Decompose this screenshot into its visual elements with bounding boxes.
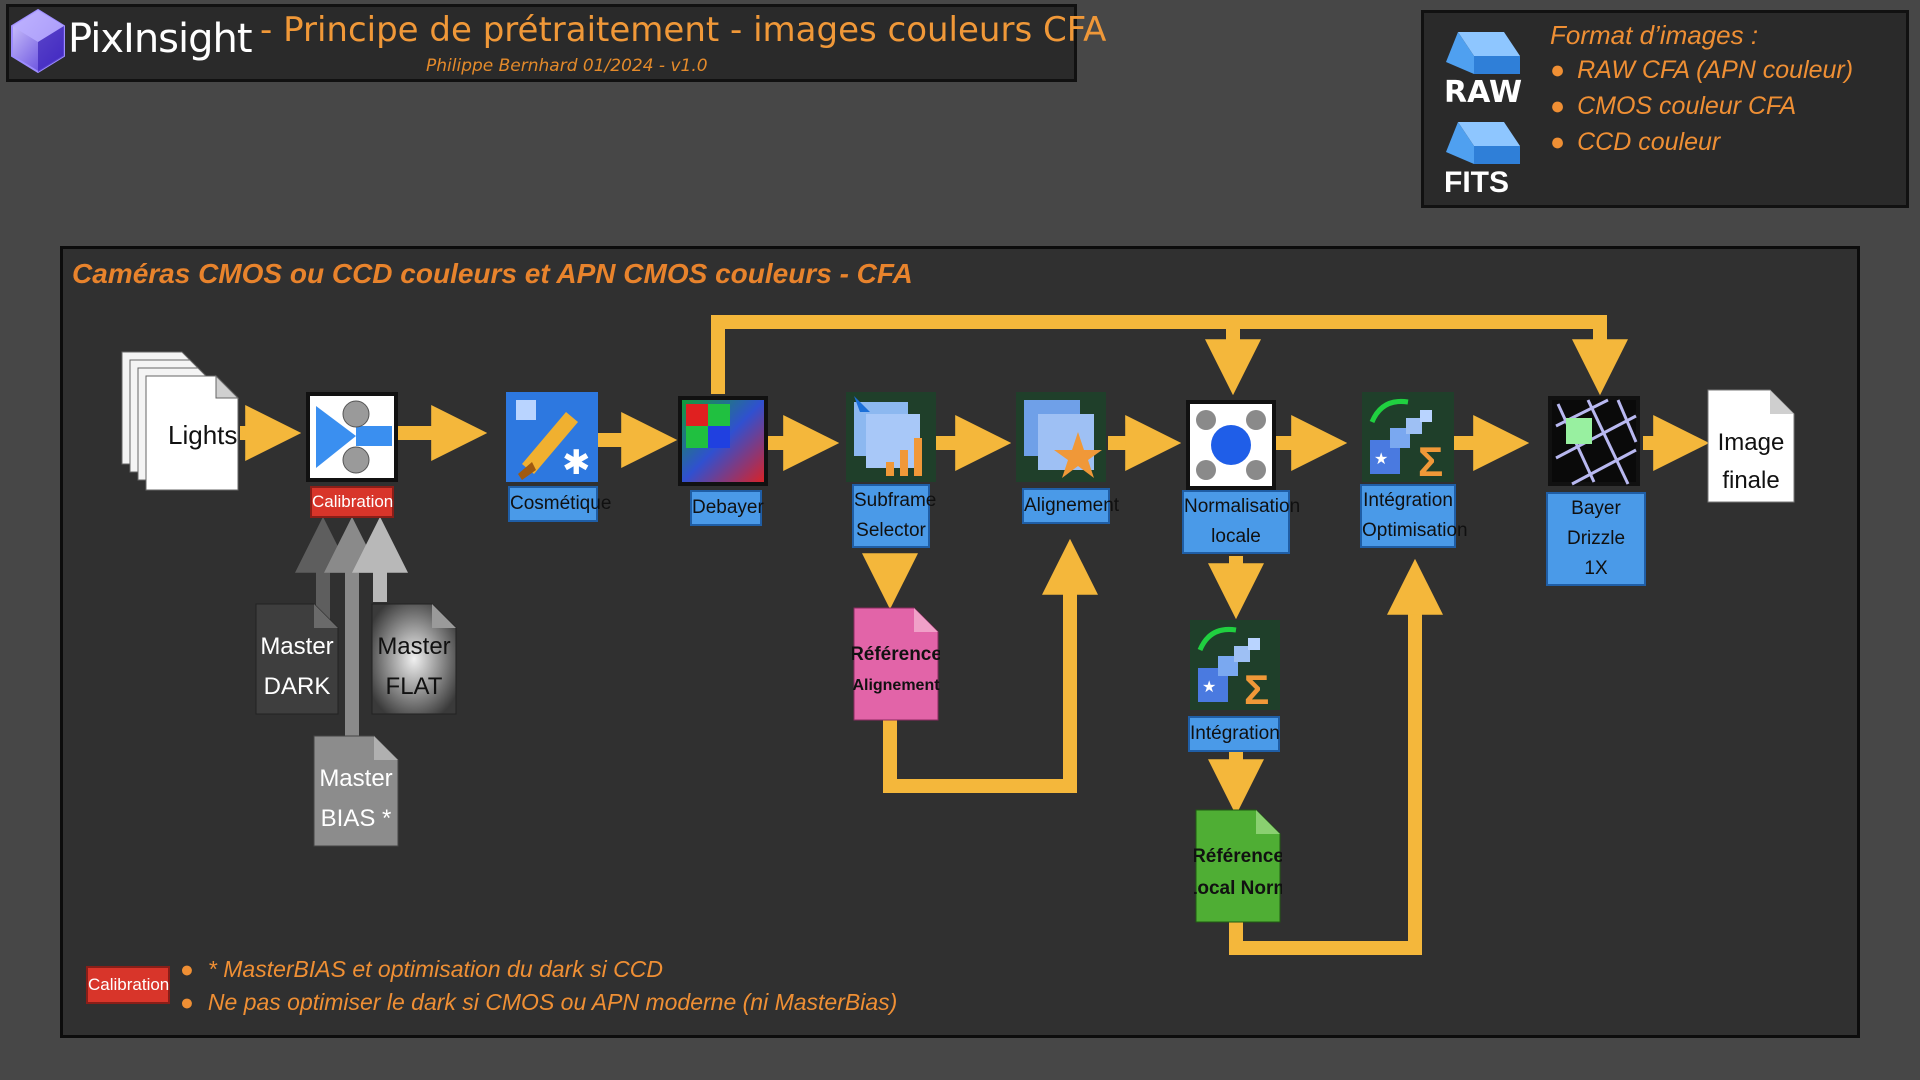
debayer-label: Debayer bbox=[690, 490, 764, 526]
svg-text:Alignement: Alignement bbox=[852, 677, 940, 694]
fits-label: FITS bbox=[1444, 166, 1509, 199]
svg-text:Master: Master bbox=[260, 633, 333, 660]
integration-label: Intégration bbox=[1188, 716, 1280, 752]
svg-text:BIAS *: BIAS * bbox=[321, 805, 392, 832]
svg-text:Référence: Référence bbox=[852, 644, 940, 665]
integration-optimisation-icon: Σ ★ bbox=[1362, 392, 1454, 482]
alignement-label: Alignement bbox=[1022, 488, 1119, 524]
master-dark-document: Master DARK bbox=[255, 603, 339, 715]
author-line: Philippe Bernhard 01/2024 - v1.0 bbox=[426, 56, 708, 76]
svg-text:Référence: Référence bbox=[1194, 846, 1282, 867]
svg-text:DARK: DARK bbox=[264, 673, 331, 700]
bayer-drizzle-icon bbox=[1548, 396, 1640, 486]
svg-text:Local Norm: Local Norm bbox=[1194, 878, 1282, 899]
svg-text:finale: finale bbox=[1722, 467, 1779, 494]
format-title: Format d’images : bbox=[1550, 20, 1759, 50]
svg-text:Σ: Σ bbox=[1418, 438, 1443, 482]
svg-text:FLAT: FLAT bbox=[386, 673, 443, 700]
diagram-panel bbox=[60, 246, 1860, 1038]
cosmetique-label: Cosmétique bbox=[508, 486, 611, 522]
cosmetique-icon: ✱ bbox=[506, 392, 598, 482]
svg-text:★: ★ bbox=[1202, 679, 1216, 696]
lights-label: Lights bbox=[168, 420, 237, 450]
brand-name: PixInsight bbox=[68, 16, 253, 62]
svg-text:Σ: Σ bbox=[1244, 666, 1269, 710]
fits-format-icon: FITS bbox=[1444, 122, 1520, 199]
calibration-label: Calibration bbox=[310, 486, 394, 518]
title-panel bbox=[6, 4, 1077, 82]
calibration-badge: Calibration bbox=[86, 966, 170, 1004]
debayer-icon bbox=[678, 396, 768, 486]
master-flat-document: Master FLAT bbox=[371, 603, 457, 715]
calibration-icon bbox=[306, 392, 398, 482]
svg-text:Master: Master bbox=[377, 633, 450, 660]
normalisation-locale-icon bbox=[1186, 400, 1276, 490]
svg-text:Image: Image bbox=[1718, 429, 1785, 456]
svg-text:✱: ✱ bbox=[562, 444, 591, 482]
reference-alignement-document: Référence Alignement bbox=[852, 607, 940, 721]
svg-text:★: ★ bbox=[1374, 451, 1388, 468]
page-title: - Principe de prétraitement - images cou… bbox=[260, 10, 1107, 50]
format-item: ●RAW CFA (APN couleur) bbox=[1550, 56, 1854, 84]
lights-documents: Lights bbox=[121, 351, 240, 491]
diagram-title: Caméras CMOS ou CCD couleurs et APN CMOS… bbox=[72, 258, 913, 289]
image-finale-document: Image finale bbox=[1707, 389, 1795, 503]
note-item: ●* MasterBIAS et optimisation du dark si… bbox=[180, 956, 663, 982]
note-item: ●Ne pas optimiser le dark si CMOS ou APN… bbox=[180, 989, 898, 1015]
format-item: ●CCD couleur bbox=[1550, 128, 1721, 156]
subframe-selector-icon bbox=[846, 392, 936, 482]
svg-text:Master: Master bbox=[319, 765, 392, 792]
raw-format-icon: RAW bbox=[1444, 32, 1522, 106]
pixinsight-logo-icon bbox=[11, 8, 65, 74]
alignement-icon bbox=[1016, 392, 1106, 482]
raw-label: RAW bbox=[1444, 75, 1522, 106]
format-item: ●CMOS couleur CFA bbox=[1550, 92, 1797, 120]
reference-local-norm-document: Référence Local Norm bbox=[1194, 809, 1282, 923]
master-bias-document: Master BIAS * bbox=[313, 735, 399, 847]
integration-icon: Σ ★ bbox=[1190, 620, 1280, 710]
